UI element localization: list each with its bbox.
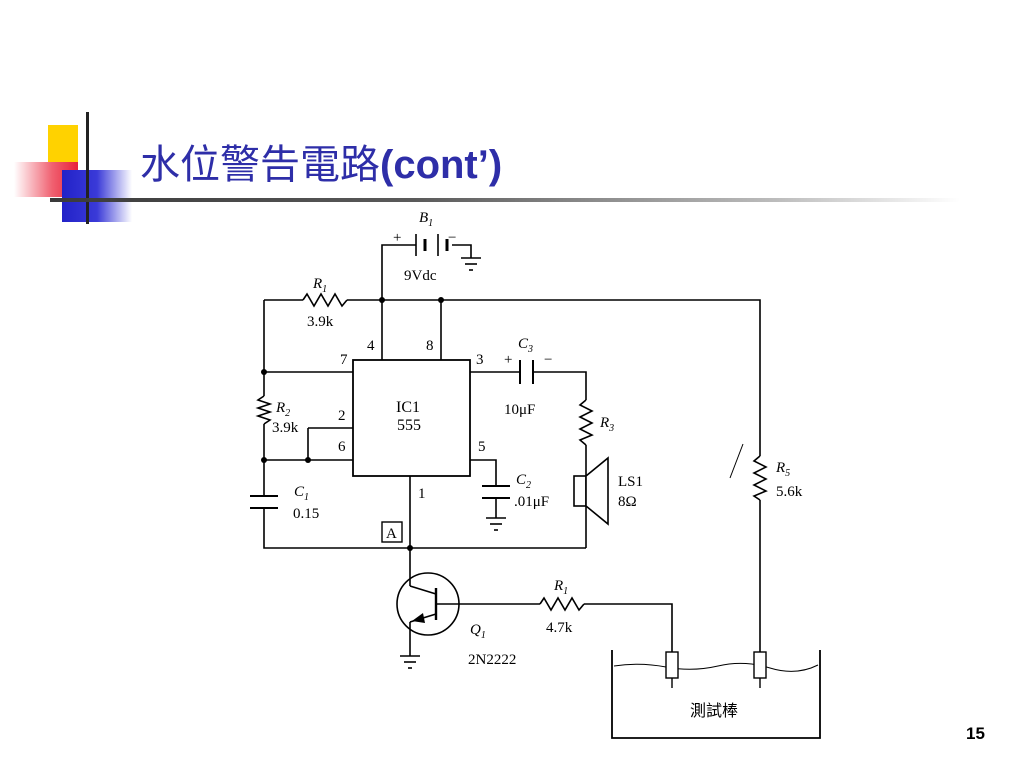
title-underline xyxy=(50,198,960,202)
c2-ground-symbol xyxy=(486,517,506,531)
battery-minus: − xyxy=(448,230,456,246)
decor-vertical-line xyxy=(86,112,89,224)
battery-name: B1 xyxy=(419,210,433,229)
transistor-ground-symbol xyxy=(400,655,420,669)
c1-name: C1 xyxy=(294,484,309,503)
probe-left xyxy=(665,651,679,679)
r5-tick-mark xyxy=(729,443,744,479)
r5-name: R5 xyxy=(775,460,790,479)
title-latin: (cont’) xyxy=(380,143,503,187)
pin-8-label: 8 xyxy=(426,338,434,354)
node-a-box xyxy=(381,521,403,543)
pin-2-label: 2 xyxy=(338,408,346,424)
decor-blue-square xyxy=(62,170,132,222)
c1-value: 0.15 xyxy=(293,506,319,522)
page-number: 15 xyxy=(966,724,985,743)
pin-4-label: 4 xyxy=(367,338,375,354)
c3-name: C3 xyxy=(518,336,533,355)
slide-title: 水位警告電路(cont’) xyxy=(140,132,502,190)
r1-top-value: 3.9k xyxy=(307,314,334,330)
probe-right xyxy=(753,651,767,679)
speaker-symbol xyxy=(573,456,609,526)
c2-value: .01μF xyxy=(514,494,549,510)
transistor-emitter-arrow xyxy=(412,613,425,623)
tank-label: 測試棒 xyxy=(690,701,738,720)
ic-label-1: IC1 xyxy=(396,399,420,416)
transistor-part: 2N2222 xyxy=(468,652,516,668)
pin-3-label: 3 xyxy=(476,352,484,368)
c3-value: 10μF xyxy=(504,402,535,418)
r5-value: 5.6k xyxy=(776,484,803,500)
ic-label-2: 555 xyxy=(397,417,421,434)
water-tank xyxy=(611,650,821,739)
c3-plus: + xyxy=(504,352,512,368)
r2-value: 3.9k xyxy=(272,420,299,436)
battery-plus: + xyxy=(393,230,401,246)
c3-minus: − xyxy=(544,352,552,368)
ic-555-body xyxy=(352,359,471,477)
pin-6-label: 6 xyxy=(338,439,346,455)
r3-name: R3 xyxy=(599,415,614,434)
title-cjk: 水位警告電路 xyxy=(140,142,380,188)
resistor-r1-bottom xyxy=(539,596,585,612)
junction-dots xyxy=(261,297,444,551)
transistor-q1 xyxy=(396,572,460,636)
capacitor-c3 xyxy=(519,360,534,384)
node-a-label: A xyxy=(386,526,397,542)
decor-yellow-square xyxy=(48,125,78,165)
capacitor-c1 xyxy=(250,495,278,509)
r2-name: R2 xyxy=(275,400,290,419)
speaker-name: LS1 xyxy=(618,474,643,490)
transistor-name: Q1 xyxy=(470,622,486,641)
r1-bottom-value: 4.7k xyxy=(546,620,573,636)
battery-symbol xyxy=(415,234,481,271)
pin-1-label: 1 xyxy=(418,486,426,502)
r1-top-name: R1 xyxy=(312,276,327,295)
pin-7-label: 7 xyxy=(340,352,348,368)
resistor-r1-top xyxy=(302,292,348,308)
resistor-r5 xyxy=(752,455,768,501)
r1-bottom-name: R1 xyxy=(553,578,568,597)
capacitor-c2 xyxy=(482,485,510,499)
battery-value: 9Vdc xyxy=(404,268,437,284)
water-surface xyxy=(613,662,819,672)
circuit-wires xyxy=(263,244,761,656)
pin-5-label: 5 xyxy=(478,439,486,455)
speaker-value: 8Ω xyxy=(618,494,637,510)
resistor-r3 xyxy=(578,399,594,446)
resistor-r2 xyxy=(255,395,273,425)
c2-name: C2 xyxy=(516,472,531,491)
